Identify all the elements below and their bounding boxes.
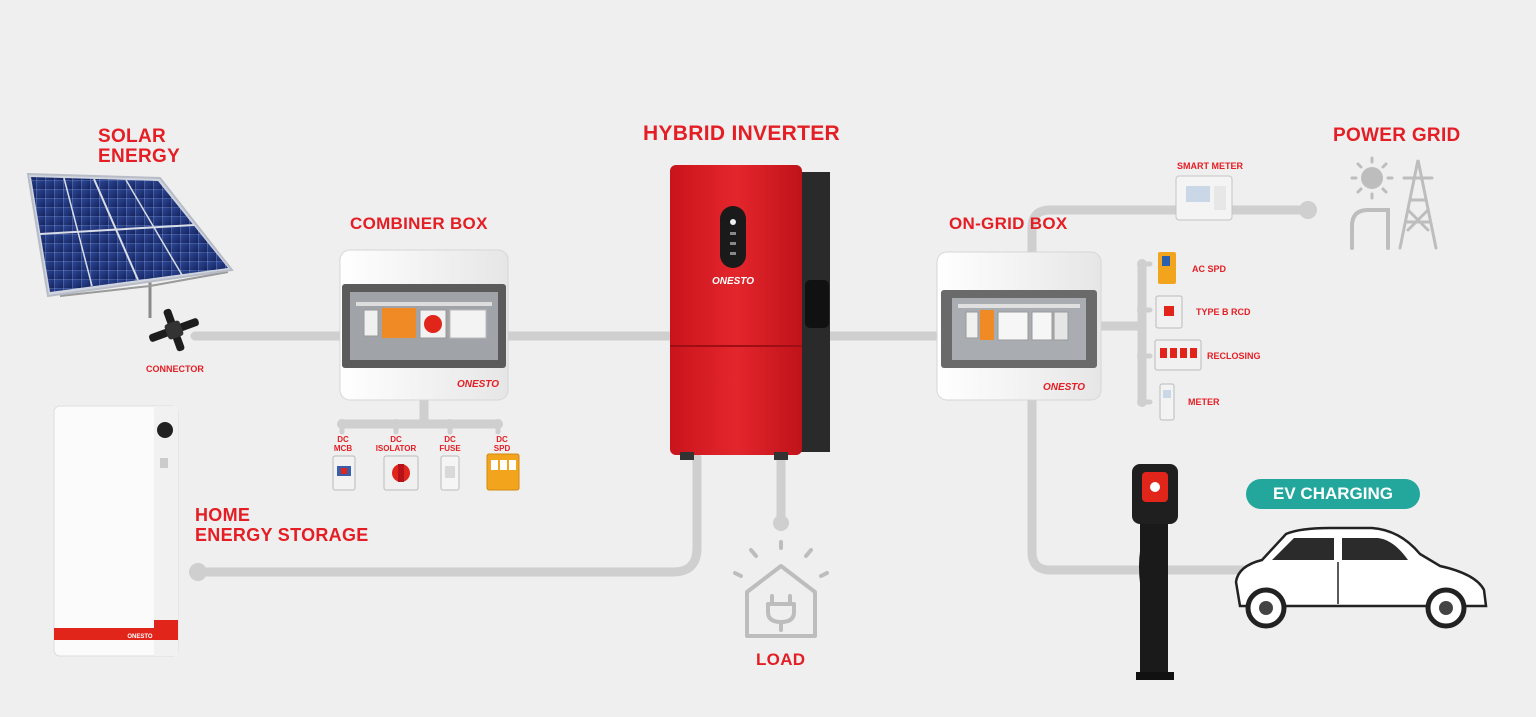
dc-spd-line1: DC [496,435,508,444]
ac-spd-label: AC SPD [1192,264,1227,274]
solar-energy-label: SOLAR ENERGY [98,127,180,167]
dc-isolator-icon [383,455,419,491]
dc-fuse-label: DC FUSE [434,435,466,453]
dc-spd-label: DC SPD [486,435,518,453]
power-grid-icon [1350,156,1438,250]
solar-label-line2: ENERGY [98,146,181,167]
reclosing-icon [1154,339,1202,371]
on-grid-box-label: ON-GRID BOX [949,214,1068,233]
connector-icon [149,308,199,352]
load-label: LOAD [756,650,806,669]
type-b-rcd-label: TYPE B RCD [1196,307,1251,317]
storage-brand-logo: ONESTO [127,634,153,640]
combiner-box-label: COMBINER BOX [350,214,488,233]
dc-fuse-icon [440,455,460,491]
home-storage-line1: HOME [195,505,251,525]
smart-meter-label: SMART METER [1177,161,1243,171]
combiner-box-icon: ONESTO [339,249,509,401]
meter-icon [1159,383,1175,421]
home-storage-label: HOME ENERGY STORAGE [195,505,369,545]
reclosing-label: RECLOSING [1207,351,1261,361]
dc-mcb-line2: MCB [333,444,353,453]
line-inverter-storage [193,453,702,577]
dc-spd-line2: SPD [493,444,511,453]
smart-meter-icon [1175,175,1233,221]
solar-label-line1: SOLAR [98,126,166,147]
combiner-brand-logo: ONESTO [457,379,499,390]
power-grid-label: POWER GRID [1333,125,1461,146]
dc-fuse-line1: DC [444,435,456,444]
line-endpoints [189,201,1317,581]
hybrid-inverter-label: HYBRID INVERTER [643,122,841,145]
meter-label: METER [1188,397,1220,407]
dc-isolator-label: DC ISOLATOR [372,435,420,453]
ongrid-brand-logo: ONESTO [1043,382,1085,393]
on-grid-box-icon: ONESTO [936,251,1102,401]
dc-isolator-line2: ISOLATOR [375,444,417,453]
hybrid-inverter-icon: ONESTO [670,165,830,460]
connector-label: CONNECTOR [146,364,204,374]
ev-charging-badge: EV CHARGING [1246,479,1420,509]
dc-mcb-icon [332,455,356,491]
type-b-rcd-icon [1155,295,1183,329]
dc-spd-icon [486,453,520,491]
ac-spd-icon [1158,252,1176,284]
dc-isolator-line1: DC [390,435,402,444]
home-storage-line2: ENERGY STORAGE [195,525,369,545]
solar-panel-icon [26,172,234,318]
car-icon [1234,526,1488,629]
ev-charger-icon [1132,464,1178,680]
load-house-icon [733,540,829,638]
line-ongrid-smartmeter [1027,205,1313,257]
dc-fuse-line2: FUSE [439,444,461,453]
dc-mcb-label: DC MCB [326,435,360,453]
inverter-brand-logo: ONESTO [712,276,754,287]
dc-mcb-line1: DC [337,435,349,444]
home-storage-icon: ONESTO [53,405,179,657]
line-ongrid-ev [1027,393,1250,575]
